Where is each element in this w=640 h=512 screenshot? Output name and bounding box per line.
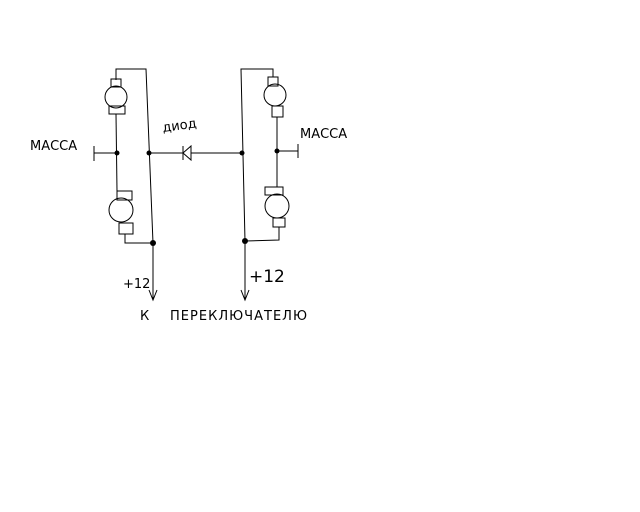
left-top-wire [115, 68, 154, 244]
right-top-wire [240, 68, 274, 242]
motor-4-icon [264, 186, 290, 228]
left-circuit [93, 68, 158, 302]
arrow-down-icon [148, 289, 158, 302]
switch-label: ПЕРЕКЛЮЧАТЕЛЮ [170, 309, 307, 324]
diode-label: диод [161, 116, 197, 136]
diode-icon [149, 144, 242, 162]
ground-left-label: МАССА [30, 139, 77, 154]
motor-1-icon [104, 78, 128, 115]
junction-dot [114, 150, 120, 156]
motor-3-icon [263, 76, 287, 118]
ground-right-label: МАССА [300, 127, 347, 142]
to-label: К [140, 309, 149, 324]
right-bottom-wire [244, 227, 280, 242]
plus12-right-label: +12 [249, 267, 285, 287]
left-bottom-wire [124, 234, 153, 244]
arrow-down-icon [240, 289, 250, 302]
right-circuit [239, 68, 299, 302]
motor-2-icon [108, 190, 134, 235]
plus12-left-label: +12 [123, 277, 150, 292]
junction-dot [274, 148, 280, 154]
junction-dot [239, 150, 245, 156]
